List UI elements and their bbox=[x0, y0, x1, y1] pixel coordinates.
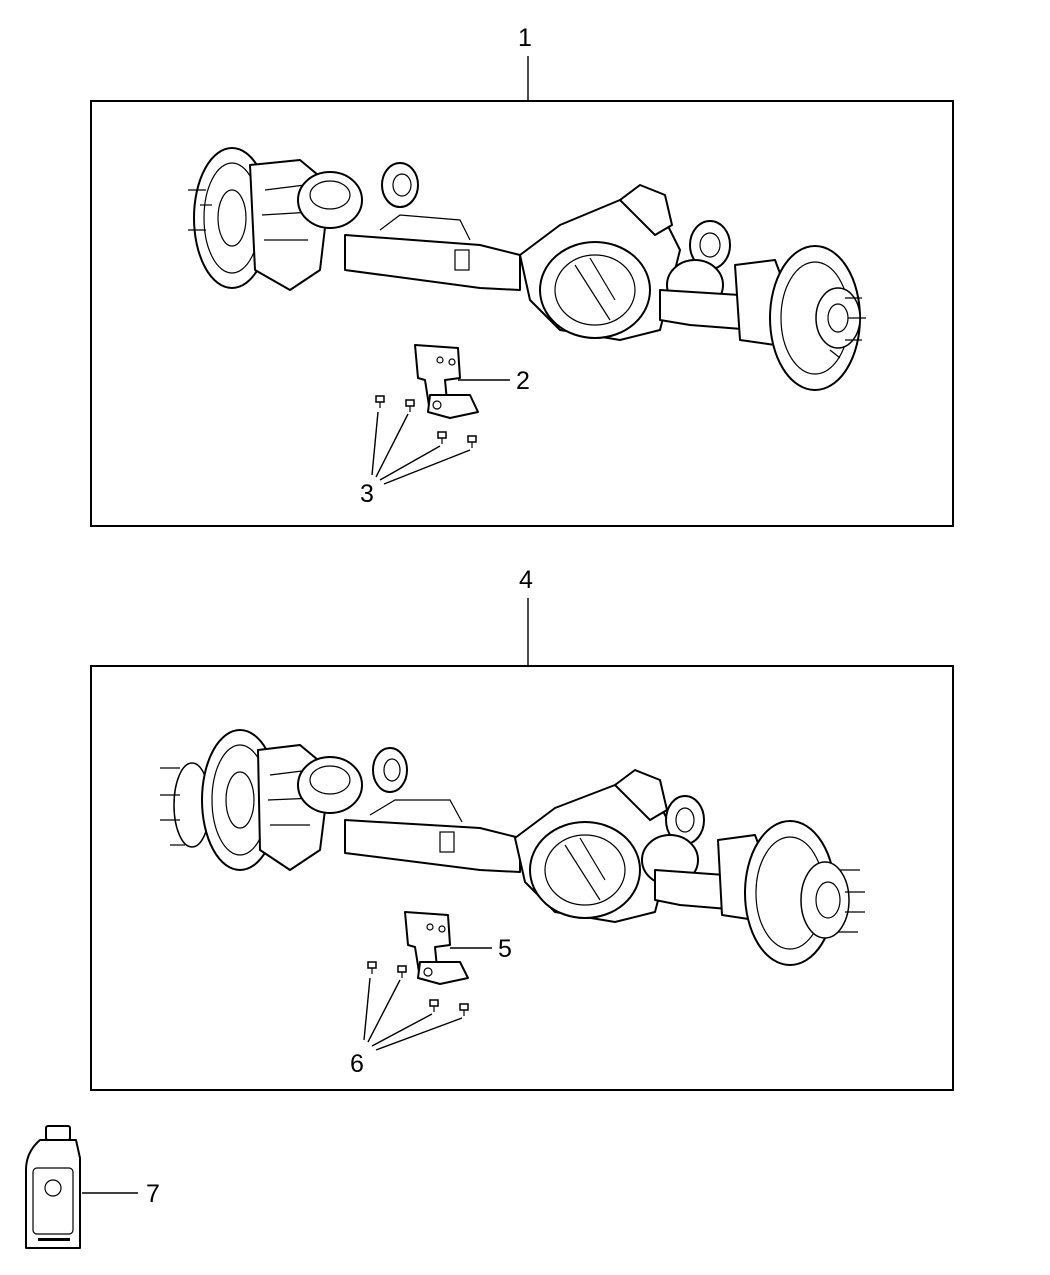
front-axle-assembly-4 bbox=[160, 729, 865, 966]
mount-bolts-6 bbox=[367, 961, 469, 1016]
callout-2: 2 bbox=[516, 367, 530, 395]
mount-bolts-3 bbox=[375, 395, 477, 448]
leader-3d bbox=[383, 449, 471, 485]
assembly-4-group: 4 bbox=[90, 566, 954, 1091]
callout-3: 3 bbox=[360, 480, 374, 508]
callout-6: 6 bbox=[350, 1050, 364, 1078]
leader-6a bbox=[363, 977, 371, 1041]
assembly-1-group: 1 bbox=[90, 24, 954, 527]
assembly-1-frame bbox=[90, 100, 954, 527]
callout-5: 5 bbox=[498, 935, 512, 963]
mount-bracket-5 bbox=[404, 911, 469, 985]
callout-1: 1 bbox=[518, 24, 532, 52]
leader-6c bbox=[371, 1013, 433, 1047]
assembly-4-frame bbox=[90, 665, 954, 1091]
leader-3a bbox=[371, 411, 379, 476]
mount-bracket-2 bbox=[414, 344, 479, 419]
leader-6b bbox=[367, 979, 401, 1043]
callout-7: 7 bbox=[146, 1180, 160, 1208]
leader-3c bbox=[379, 445, 441, 481]
callout-4: 4 bbox=[519, 566, 533, 594]
lubricant-bottle-icon bbox=[25, 1125, 81, 1249]
leader-3b bbox=[375, 413, 409, 478]
front-axle-assembly-1 bbox=[188, 147, 866, 391]
leader-6d bbox=[375, 1017, 463, 1051]
